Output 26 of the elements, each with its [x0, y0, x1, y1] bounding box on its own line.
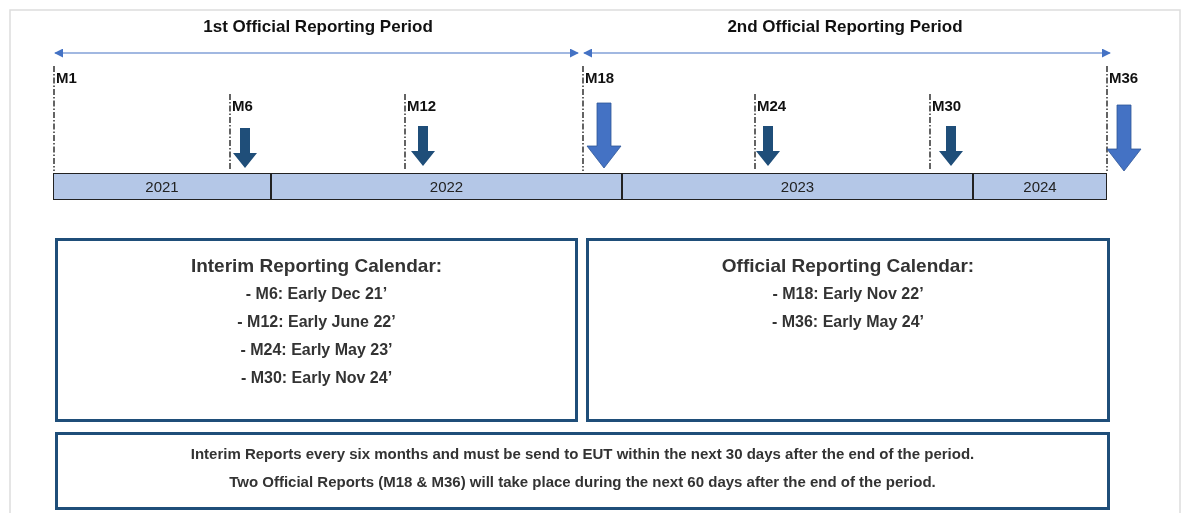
calendar-entry: - M18: Early Nov 22’ [772, 285, 924, 303]
calendar-panel [586, 238, 1110, 422]
milestone-label: M36 [1109, 69, 1139, 86]
milestone-label: M18 [585, 69, 615, 86]
year-segment: 2023 [622, 173, 973, 200]
calendar-entry: - M12: Early June 22’ [237, 313, 396, 331]
year-segment: 2022 [271, 173, 622, 200]
milestone-label: M24 [757, 97, 787, 114]
milestone-label: M12 [407, 97, 437, 114]
calendar-panel [55, 238, 578, 422]
milestone-label: M1 [56, 69, 77, 86]
note-panel [55, 432, 1110, 510]
panel-heading: Interim Reporting Calendar: [190, 255, 443, 277]
period-title: 2nd Official Reporting Period [727, 17, 963, 37]
panel-heading: Official Reporting Calendar: [721, 255, 975, 277]
milestone-label: M30 [932, 97, 962, 114]
note-text: Interim Reports every six months and must be send to EUT within the next 30 days after the end of the period. [190, 445, 975, 462]
period-title: 1st Official Reporting Period [203, 17, 433, 37]
calendar-entry: - M36: Early May 24’ [771, 313, 925, 331]
year-segment: 2024 [973, 173, 1107, 200]
calendar-entry: - M30: Early Nov 24’ [240, 369, 393, 387]
calendar-entry: - M6: Early Dec 21’ [245, 285, 388, 303]
note-text: Two Official Reports (M18 & M36) will take place during the next 60 days after the end of the period. [229, 473, 936, 490]
milestone-label: M6 [232, 97, 253, 114]
calendar-entry: - M24: Early May 23’ [240, 341, 393, 359]
year-segment: 2021 [53, 173, 271, 200]
